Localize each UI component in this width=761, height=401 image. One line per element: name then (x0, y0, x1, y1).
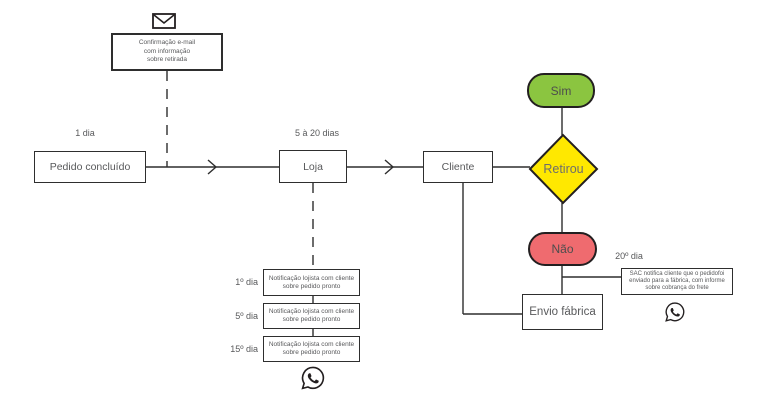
time-label-notif-day5: 5º dia (235, 311, 258, 321)
node-factory-shipping: Envio fábrica (522, 294, 603, 330)
notification-box-day5: Notificação lojista com cliente sobre pe… (263, 303, 360, 329)
decision-diamond (528, 133, 599, 205)
whatsapp-icon (665, 302, 685, 322)
time-label-notif-day15: 15º dia (230, 344, 258, 354)
node-order-completed: Pedido concluído (34, 151, 146, 183)
notification-box-day15: Notificação lojista com cliente sobre pe… (263, 336, 360, 362)
node-no: Não (528, 232, 597, 266)
notification-box-day1: Notificação lojista com cliente sobre pe… (263, 269, 360, 296)
sac-notification-note: SAC notifica cliente que o pedidofoi env… (621, 268, 733, 295)
node-yes: Sim (527, 73, 595, 108)
time-label-order: 1 dia (75, 128, 95, 138)
arrow-chevron-2 (384, 159, 395, 175)
time-label-store: 5 à 20 dias (294, 128, 340, 138)
arrow-chevron-1 (207, 159, 218, 175)
decision-label: Retirou (543, 162, 584, 176)
time-label-notif-day1: 1º dia (235, 277, 258, 287)
time-label-sac: 20º dia (615, 251, 643, 261)
node-client: Cliente (423, 151, 493, 183)
node-store: Loja (279, 150, 347, 183)
email-confirmation-note: Confirmação e-mail com informação sobre … (111, 33, 223, 71)
whatsapp-icon (301, 366, 325, 390)
envelope-icon (152, 13, 176, 29)
